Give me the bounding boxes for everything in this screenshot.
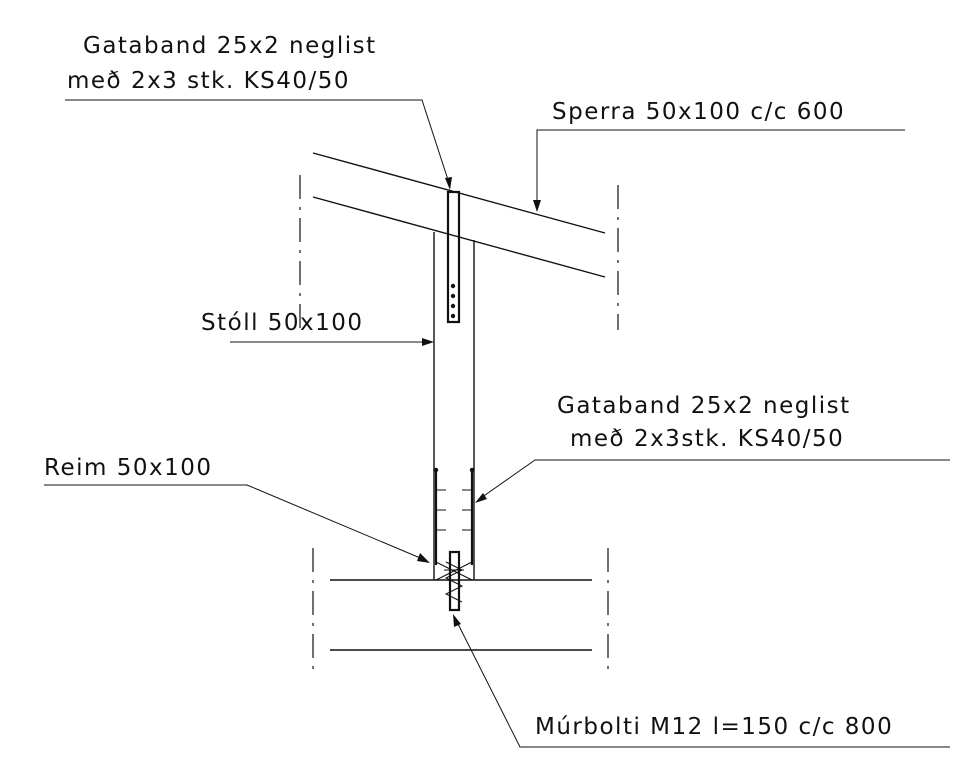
lower-strap-label: með 2x3stk. KS40/50 xyxy=(570,426,844,452)
top-strap-plate xyxy=(446,190,461,324)
lower-strap-label: Gataband 25x2 neglist xyxy=(557,393,851,419)
rafter-leader-arrow xyxy=(533,200,541,212)
post-label: Stóll 50x100 xyxy=(201,310,364,336)
top-strap-nail xyxy=(450,283,456,289)
top-strap xyxy=(446,190,461,324)
plate-leader-arrow xyxy=(417,553,430,563)
anchor-bolt-label: Múrbolti M12 l=150 c/c 800 xyxy=(535,714,893,740)
plate-label: Reim 50x100 xyxy=(44,455,212,481)
post xyxy=(433,232,475,580)
lower-strap-leader xyxy=(477,459,950,501)
lower-straps xyxy=(433,467,475,581)
top-strap-leader-arrow xyxy=(445,177,452,190)
anchor-bolt-shank xyxy=(448,550,461,612)
lower-strap-nail xyxy=(433,467,439,473)
top-strap-nail xyxy=(450,303,456,309)
plate-leader xyxy=(44,484,426,561)
anchor-bolt-leader xyxy=(454,617,950,748)
rafter-label: Sperra 50x100 c/c 600 xyxy=(552,99,845,125)
anchor-bolt-thread xyxy=(444,561,464,603)
lower-strap-leader-arrow xyxy=(475,493,487,503)
post-base-cross xyxy=(435,561,473,581)
top-strap-nail xyxy=(450,293,456,299)
top-strap-nail xyxy=(450,313,456,319)
top-strap-label: Gataband 25x2 neglist xyxy=(83,33,377,59)
plate xyxy=(312,548,609,672)
post-leader-arrow xyxy=(422,338,434,346)
annotation-labels: Gataband 25x2 neglist með 2x3 stk. KS40/… xyxy=(44,33,893,740)
lower-strap-nail xyxy=(469,467,475,473)
rafter-leader xyxy=(536,129,905,206)
anchor-bolt-leader-arrow xyxy=(453,614,461,627)
top-strap-label: með 2x3 stk. KS40/50 xyxy=(67,68,350,94)
top-strap-leader xyxy=(65,99,451,187)
leaders xyxy=(44,99,950,748)
anchor-bolt xyxy=(444,550,464,612)
